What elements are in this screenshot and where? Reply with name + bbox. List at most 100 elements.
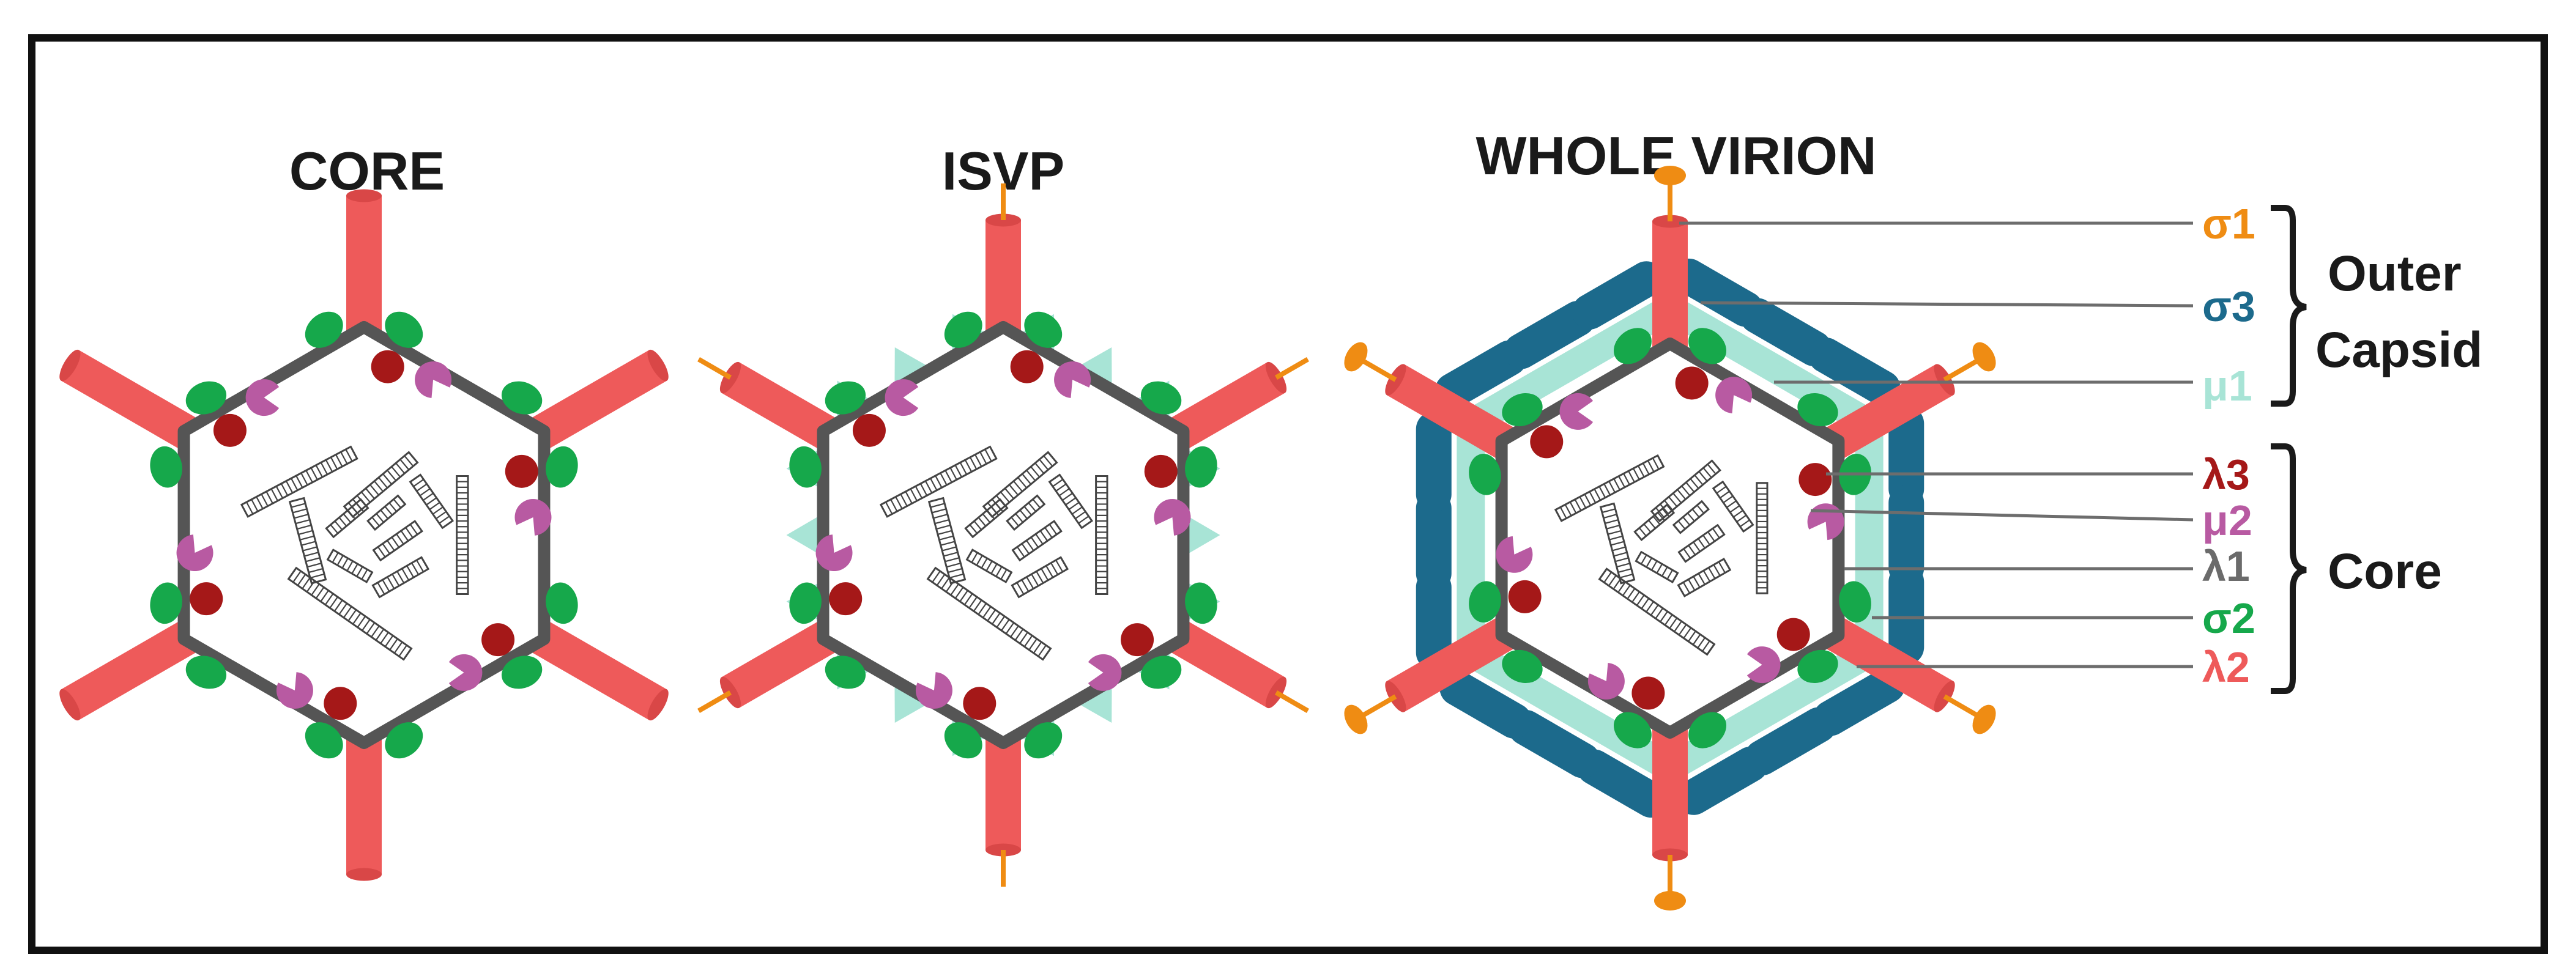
legend-sigma1: σ1 [2202, 200, 2255, 248]
sigma2-2b [1140, 656, 1182, 689]
rna-segment-8 [371, 556, 430, 599]
mu2-0 [1715, 377, 1753, 414]
rna-segment-0 [879, 445, 998, 518]
lambda3-5 [852, 413, 886, 447]
lambda1-shell [1495, 338, 1845, 739]
sigma3-subunit-3-1 [1508, 709, 1601, 778]
rna-segment-9 [1598, 567, 1716, 656]
sigma3-subunit-3-2 [1439, 670, 1532, 739]
outer-capsid-label-line1: Outer [2328, 246, 2462, 301]
lambda3-2 [1776, 618, 1810, 651]
sigma1-fiber-1 [1275, 357, 1309, 380]
sigma2-3a [1024, 722, 1063, 759]
legend-mu2: μ2 [2202, 497, 2252, 544]
lambda3-3 [324, 687, 357, 720]
sigma2-2a [546, 582, 578, 624]
lambda3-4 [1508, 580, 1542, 613]
lambda3-4 [829, 582, 863, 616]
rna-segment-2 [1048, 473, 1093, 530]
core-group-label: Core [2328, 544, 2442, 599]
rna-segment-6 [1677, 523, 1726, 563]
sigma3-subunit-5-2 [1572, 261, 1665, 330]
core-bracket [2271, 443, 2307, 694]
rna-segment-2 [1712, 480, 1754, 533]
sigma1-head-2 [1972, 704, 1996, 734]
mu2-5 [245, 379, 280, 416]
sigma2-2a [1839, 581, 1871, 622]
sigma2-2b [1797, 649, 1838, 683]
mu2-4 [815, 534, 853, 571]
sigma3-subunit-2-1 [1744, 707, 1837, 776]
lambda3-3 [963, 687, 997, 720]
sigma2-0a [944, 311, 982, 348]
rna-segment-8 [1011, 556, 1069, 599]
lambda3-2 [1121, 623, 1154, 657]
lambda2-turret-3 [346, 738, 382, 881]
rna-segment-8 [1677, 557, 1732, 597]
sigma2-4b [150, 582, 182, 624]
lambda3-2 [481, 623, 515, 657]
outer-capsid-label-line2: Capsid [2315, 322, 2482, 378]
mu2-0 [415, 361, 452, 398]
sigma2-4a [825, 656, 866, 689]
rna-segment-10 [366, 494, 407, 531]
rna-segment-9 [287, 566, 413, 661]
rna-segment-5 [1633, 503, 1676, 542]
sigma3-subunit-0-1 [1739, 298, 1832, 367]
sigma3-subunit-5-1 [1503, 300, 1596, 369]
mu2-3 [915, 672, 952, 709]
lambda2-turret-0 [1652, 215, 1688, 349]
sigma1-fiber-5 [697, 357, 732, 380]
legend-mu1: μ1 [2202, 362, 2252, 410]
lambda2-turret-2 [1170, 621, 1287, 709]
sigma2-0b [1688, 328, 1727, 364]
sigma1-head-3 [1654, 891, 1686, 911]
legend-lambda1: λ1 [2202, 542, 2250, 590]
sigma3-subunit-3-0 [1576, 749, 1669, 818]
lambda3-1 [505, 454, 538, 488]
core-particle [59, 189, 669, 881]
lambda2-turret-2 [531, 621, 669, 721]
sigma2-4a [1502, 649, 1543, 683]
mu2-4 [176, 534, 213, 571]
rna-segment-7 [965, 549, 1013, 583]
leader-lines [1679, 221, 2194, 668]
sigma3-subunit-5-0 [1435, 340, 1527, 409]
lambda2-turret-1 [1170, 361, 1287, 449]
rna-segment-5 [325, 498, 369, 539]
rna-segment-5 [964, 498, 1009, 539]
lambda3-0 [1675, 366, 1709, 400]
sigma2-3b [1613, 712, 1652, 748]
lambda3-1 [1798, 463, 1832, 497]
sigma3-subunit-2-0 [1813, 667, 1906, 736]
legend-sigma2: σ2 [2202, 594, 2255, 642]
lambda2-turret-3 [1652, 728, 1688, 862]
mu2-1 [514, 499, 552, 536]
lambda2-turret-3 [985, 738, 1021, 857]
sigma2-5a [150, 446, 182, 488]
mu2-5 [1559, 393, 1594, 430]
sigma2-4a [185, 656, 227, 689]
sigma1-head-1 [1972, 342, 1996, 372]
whole-virion-particle [1344, 166, 1996, 911]
sigma2-1b [1185, 446, 1217, 488]
sigma2-2a [1185, 582, 1217, 624]
sigma2-5b [185, 381, 227, 415]
legend-lambda2: λ2 [2202, 643, 2250, 691]
sigma2-0b [385, 311, 423, 348]
sigma2-1a [1797, 393, 1838, 427]
sigma2-3a [385, 722, 423, 759]
rna-segment-4 [288, 497, 327, 585]
outer-capsid-bracket [2271, 205, 2307, 407]
rna-segment-10 [1006, 494, 1046, 531]
legend-sigma3: σ3 [2202, 283, 2255, 330]
sigma2-1a [501, 381, 543, 415]
lambda2-turret-4 [59, 621, 197, 721]
rna-segment-4 [1599, 502, 1636, 585]
leader-line-4 [1810, 509, 2194, 522]
sigma3-subunit-2-2 [1676, 747, 1769, 815]
mu2-5 [885, 379, 919, 416]
lambda2-turret-0 [346, 189, 382, 332]
sigma2-1b [546, 446, 578, 488]
